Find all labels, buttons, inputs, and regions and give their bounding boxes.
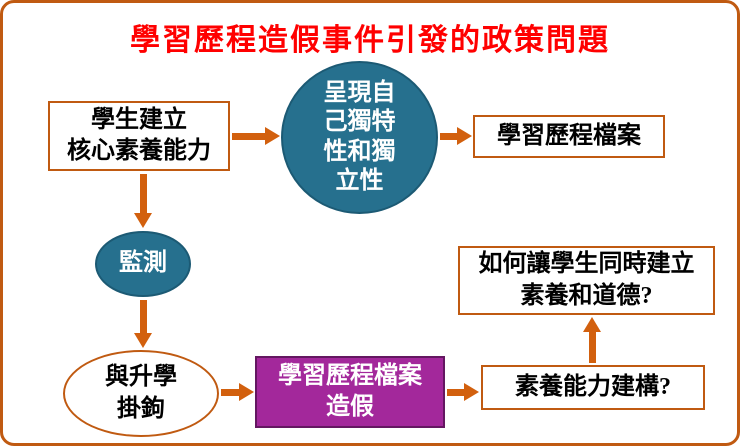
arrow-competency-to-morality [583, 317, 601, 363]
node-monitoring: 監測 [95, 231, 191, 297]
arrow-monitoring-to-admission [134, 300, 152, 348]
node-text-line: 掛鉤 [117, 395, 165, 422]
arrow-student-to-monitoring [134, 174, 152, 228]
node-text-line: 學習歷程檔案 [497, 122, 641, 149]
arrow-shaft [221, 388, 239, 396]
node-text-line: 如何讓學生同時建立 [478, 251, 695, 278]
node-text-line: 立性 [335, 167, 384, 194]
node-text-line: 核心素養能力 [67, 138, 211, 164]
arrow-student-to-present [232, 127, 280, 145]
arrow-falsification-to-competency [447, 383, 479, 401]
arrow-shaft [588, 332, 596, 363]
node-portfolio-falsification: 學習歷程檔案 造假 [255, 356, 445, 428]
arrow-head-icon [464, 383, 479, 401]
arrow-shaft [139, 300, 147, 333]
arrow-head-icon [239, 383, 254, 401]
node-text-line: 素養能力建構? [515, 373, 671, 400]
arrow-shaft [447, 388, 464, 396]
arrow-shaft [139, 174, 147, 213]
node-text-line: 呈現自 [323, 79, 396, 106]
node-text-line: 造假 [326, 394, 374, 420]
arrow-head-icon [265, 127, 280, 145]
node-text-line: 監測 [119, 250, 167, 277]
arrow-shaft [440, 132, 457, 140]
arrow-head-icon [134, 213, 152, 228]
node-learning-portfolio: 學習歷程檔案 [473, 115, 665, 158]
arrow-present-to-portfolio [440, 127, 472, 145]
node-morality-question: 如何讓學生同時建立 素養和道德? [458, 246, 715, 315]
node-text-line: 與升學 [105, 364, 177, 391]
node-admission-link: 與升學 掛鉤 [63, 350, 219, 437]
arrow-head-icon [457, 127, 472, 145]
node-present-uniqueness: 呈現自 己獨特 性和獨 立性 [281, 61, 438, 214]
node-text-line: 己獨特 [323, 109, 396, 136]
node-student-core-competency: 學生建立 核心素養能力 [48, 101, 230, 171]
node-text-line: 學生建立 [91, 106, 187, 133]
arrow-head-icon [134, 333, 152, 348]
node-text-line: 素養和道德? [520, 282, 653, 309]
node-text-line: 學習歷程檔案 [278, 362, 422, 389]
arrow-head-icon [583, 317, 601, 332]
arrow-shaft [232, 132, 265, 140]
node-text-line: 性和獨 [323, 138, 396, 165]
node-competency-question: 素養能力建構? [481, 365, 705, 410]
slide-title: 學習歷程造假事件引發的政策問題 [130, 24, 610, 57]
arrow-admission-to-falsification [221, 383, 254, 401]
